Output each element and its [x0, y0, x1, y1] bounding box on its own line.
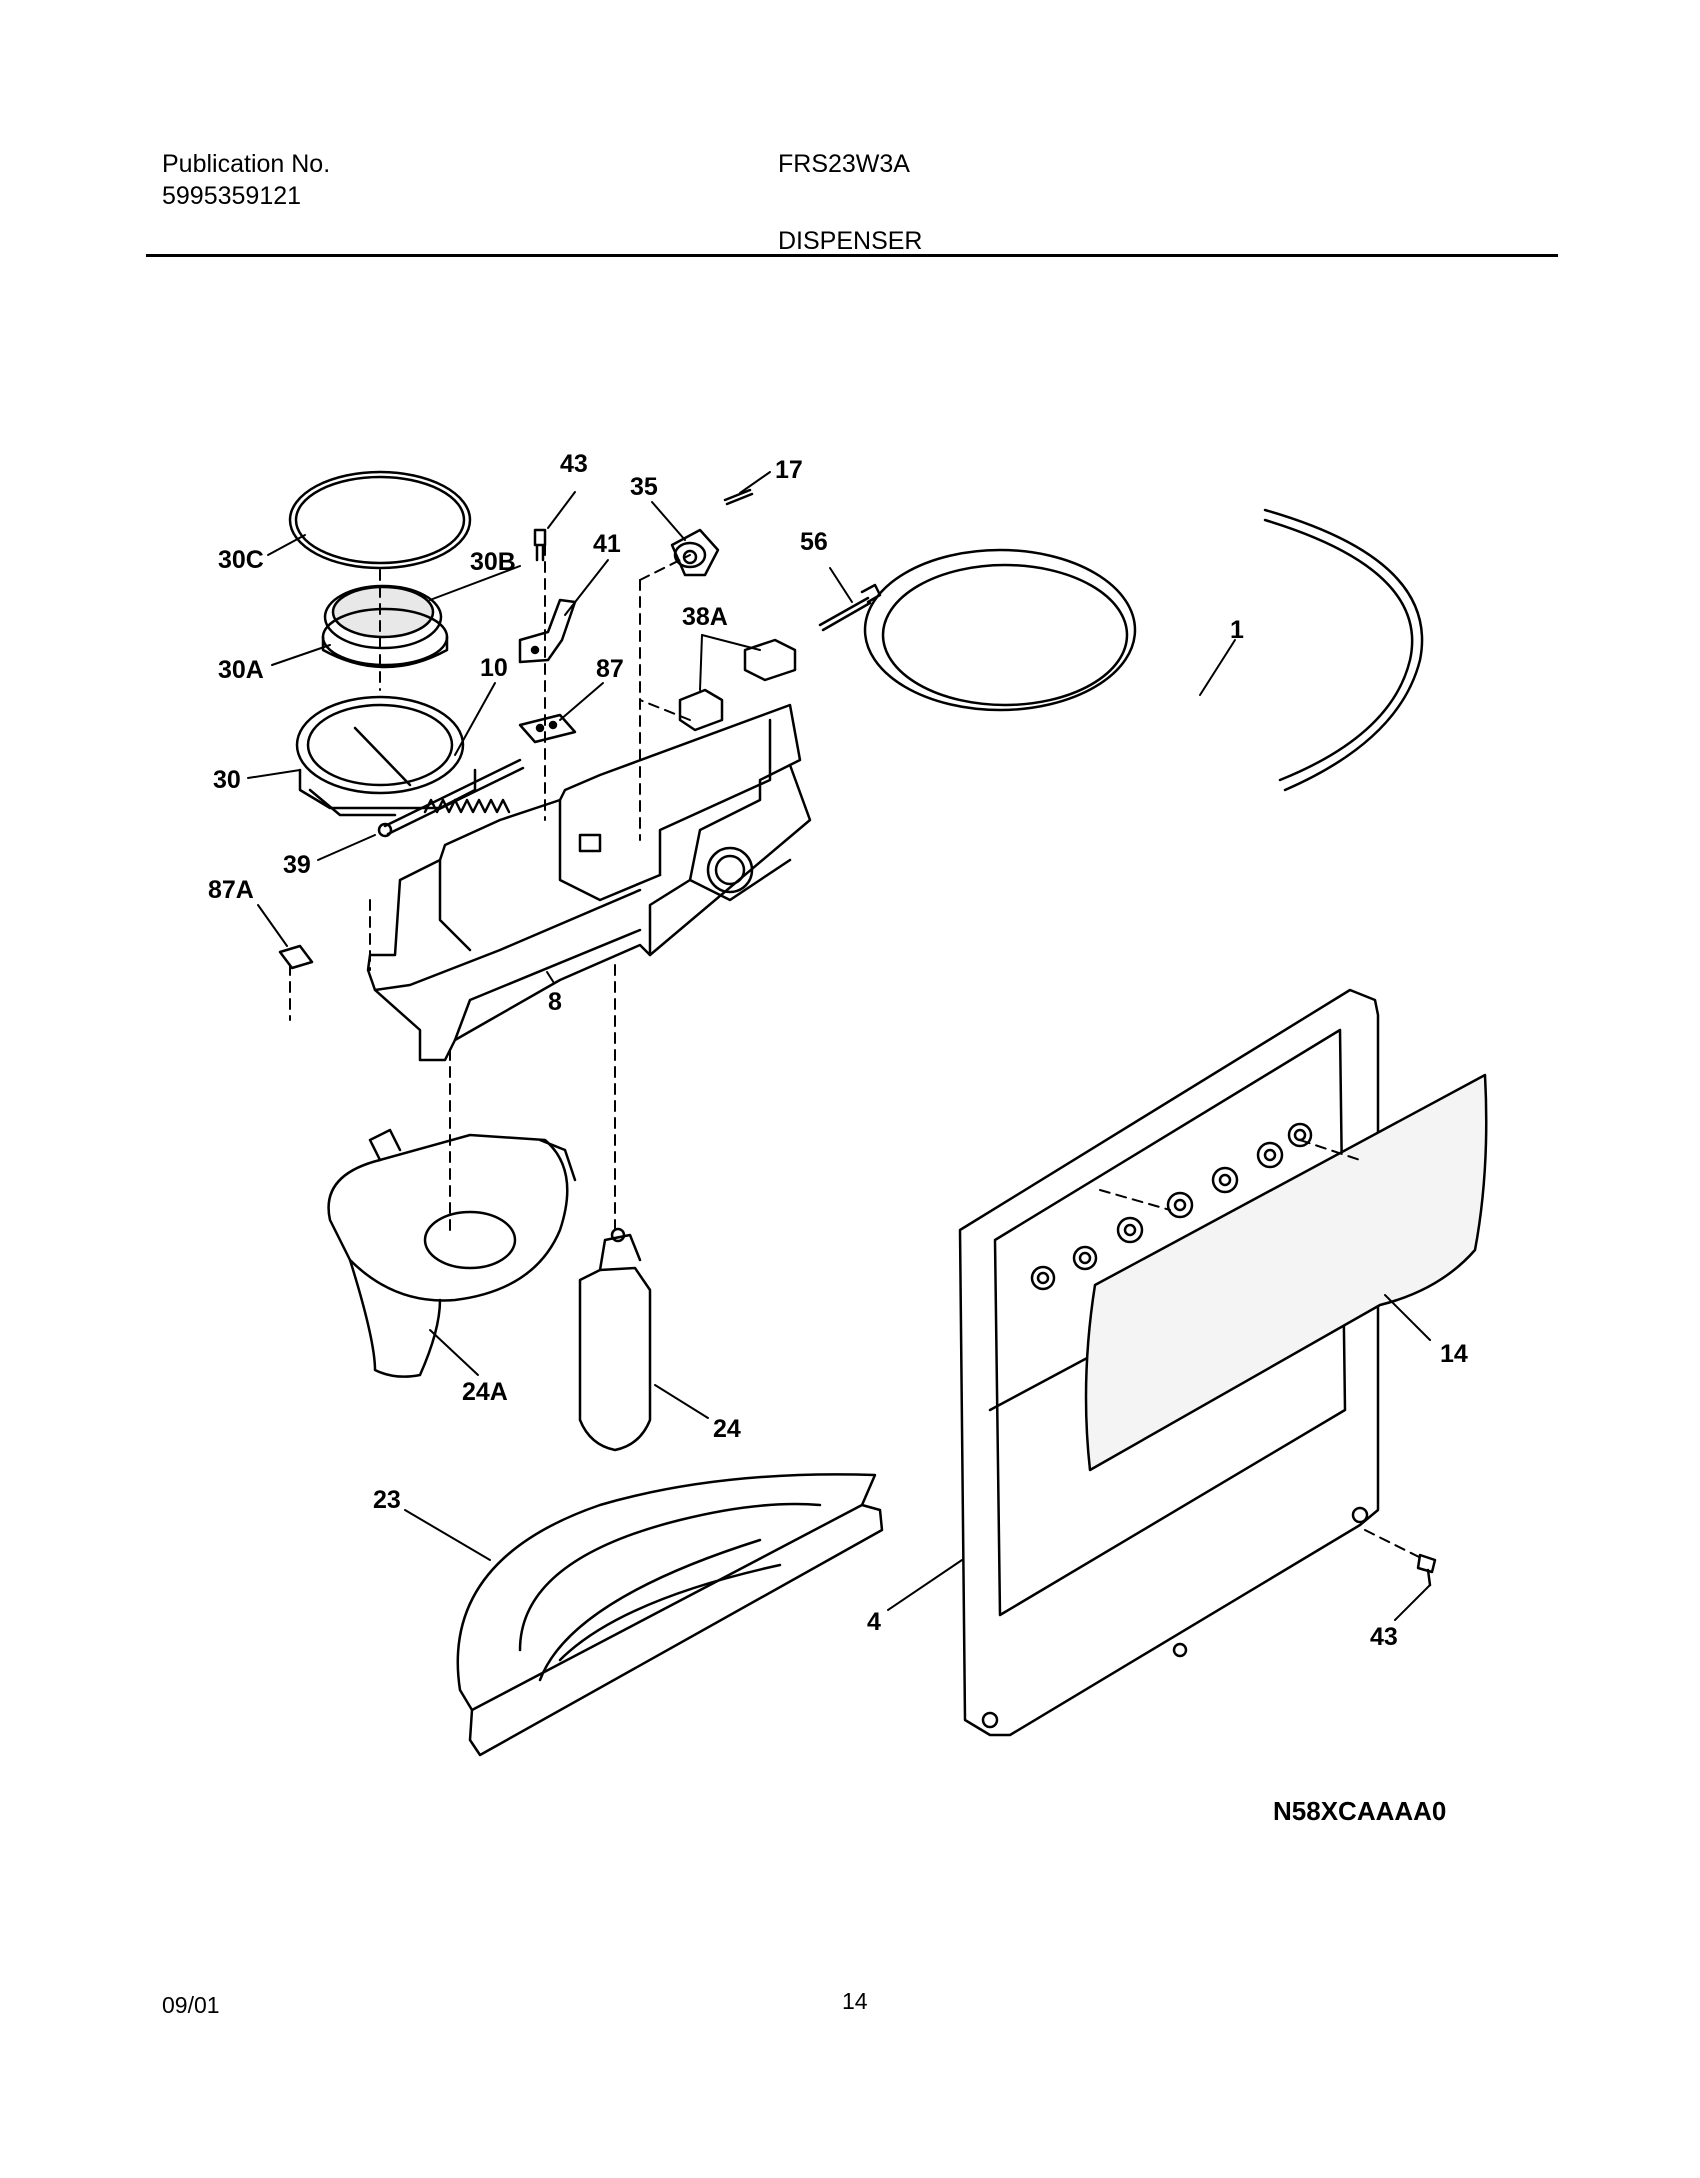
- part-41-bracket: [518, 598, 577, 664]
- callout-30b: 30B: [470, 548, 516, 576]
- callout-4: 4: [867, 1608, 881, 1636]
- model-number: FRS23W3A: [778, 150, 910, 178]
- footer-date: 09/01: [162, 1992, 220, 2018]
- part-43-screw-bottom: [1416, 1553, 1437, 1587]
- part-87a-clip: [278, 944, 314, 970]
- leader-lines: [247, 471, 1431, 1621]
- callout-87a: 87A: [208, 876, 254, 904]
- callout-24: 24: [713, 1415, 741, 1443]
- part-10-spring: [423, 798, 511, 814]
- callout-43-top: 43: [560, 450, 588, 478]
- part-56-screw: [818, 583, 882, 632]
- callout-30c: 30C: [218, 546, 264, 574]
- part-43-screw-top: [533, 528, 547, 562]
- part-24a-ice-chute: [327, 1128, 577, 1378]
- part-8-dispenser-housing: [366, 703, 812, 1062]
- callout-8: 8: [548, 988, 562, 1016]
- header-rule: [146, 254, 1558, 257]
- alignment-lines: [289, 544, 1426, 1561]
- part-87-pad: [518, 713, 577, 744]
- callout-30a: 30A: [218, 656, 264, 684]
- callout-17: 17: [775, 456, 803, 484]
- publication-number: 5995359121: [162, 182, 302, 210]
- part-30b-lens: [323, 584, 443, 650]
- callout-87: 87: [596, 655, 624, 683]
- part-30c-gasket: [288, 470, 472, 570]
- publication-label: Publication No.: [162, 150, 331, 178]
- callout-24a: 24A: [462, 1378, 508, 1406]
- part-1-tubing: [863, 508, 1424, 792]
- part-17-screw: [723, 488, 754, 506]
- part-35-motor: [670, 528, 720, 577]
- part-23-drip-tray: [456, 1473, 884, 1757]
- part-30a-housing: [321, 607, 449, 669]
- control-buttons: [1030, 1122, 1313, 1291]
- callout-35: 35: [630, 473, 658, 501]
- part-30-light-frame: [295, 695, 477, 817]
- callout-38a: 38A: [682, 603, 728, 631]
- callout-43-bottom: 43: [1370, 1623, 1398, 1651]
- callout-10: 10: [480, 654, 508, 682]
- callout-30: 30: [213, 766, 241, 794]
- page-number: 14: [842, 1988, 868, 2014]
- part-14-cover: [1084, 1073, 1488, 1472]
- part-24-water-flap: [578, 1227, 652, 1452]
- callout-39: 39: [283, 851, 311, 879]
- callout-14: 14: [1440, 1340, 1468, 1368]
- callout-1: 1: [1230, 616, 1244, 644]
- callout-labels: 30C 43 35 17 30B 41 56 30A 38A 10 87 1 3…: [208, 450, 1468, 1651]
- section-title: DISPENSER: [778, 227, 923, 255]
- callout-41: 41: [593, 530, 621, 558]
- callout-23: 23: [373, 1486, 401, 1514]
- diagram-code: N58XCAAAA0: [1273, 1796, 1447, 1826]
- callout-56: 56: [800, 528, 828, 556]
- part-38a-switches: [678, 638, 797, 732]
